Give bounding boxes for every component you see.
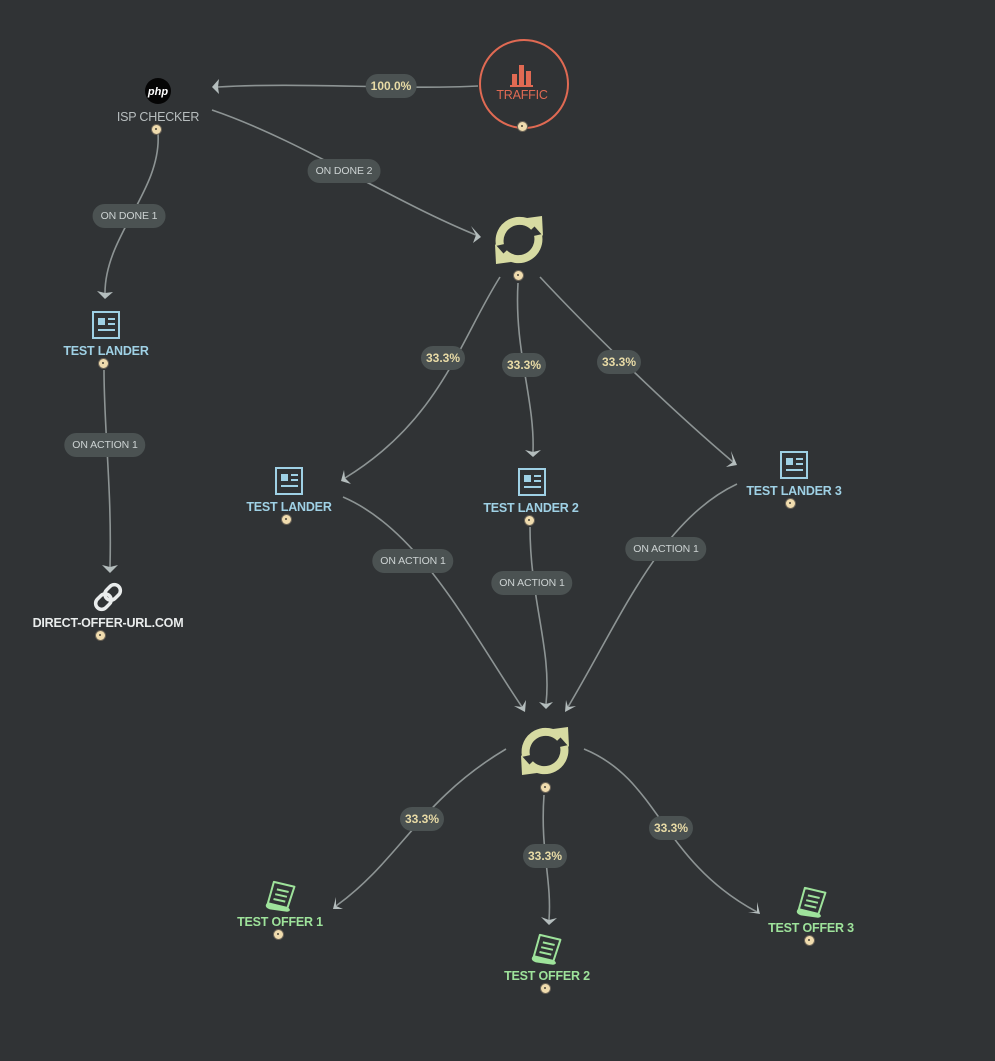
test-lander-label[interactable]: TEST LANDER: [246, 500, 332, 514]
lander-icon: [518, 468, 546, 496]
edge-label-percent[interactable]: 33.3%: [420, 346, 466, 370]
port-test-offer-2[interactable]: [539, 982, 551, 994]
arrow-rot-top: [471, 226, 481, 243]
port-test-offer-3[interactable]: [803, 934, 815, 946]
lander-icon: [92, 311, 120, 339]
arrow-isp: [212, 79, 219, 94]
edge-traffic-isp: [217, 84, 479, 88]
traffic-label: TRAFFIC: [496, 88, 548, 102]
arrow-rot-bot-a: [514, 700, 526, 712]
edge-label-traffic[interactable]: 100.0%: [365, 74, 417, 98]
lander-icon: [780, 451, 808, 479]
lander-icon: [275, 467, 303, 495]
edge-lander-c-action: [567, 483, 738, 708]
arrow-lander-c: [726, 451, 737, 467]
edge-label-percent[interactable]: 33.3%: [399, 807, 445, 831]
port-rotator-top[interactable]: [512, 269, 524, 281]
direct-offer-url-label[interactable]: DIRECT-OFFER-URL.COM: [32, 616, 184, 630]
edge-label-percent[interactable]: 33.3%: [522, 844, 568, 868]
edge-label-on-done-1[interactable]: ON DONE 1: [92, 204, 166, 228]
test-offer-1-label[interactable]: TEST OFFER 1: [237, 915, 323, 929]
isp-checker-label[interactable]: ISP CHECKER: [116, 110, 200, 124]
arrow-lander-b: [525, 450, 541, 457]
port-test-offer-1[interactable]: [272, 928, 284, 940]
offer-icon: [796, 886, 827, 919]
port-test-lander-a[interactable]: [280, 513, 292, 525]
port-isp-checker[interactable]: [150, 123, 162, 135]
arrow-rot-bot-b: [539, 702, 553, 709]
edge-rot-top-left: [344, 276, 501, 479]
edge-lander-a-action: [342, 496, 523, 708]
arrow-lander-a: [341, 470, 351, 484]
test-offer-3-label[interactable]: TEST OFFER 3: [768, 921, 854, 935]
offer-icon: [531, 933, 562, 966]
php-icon-text: php: [147, 86, 168, 98]
port-direct-offer-url[interactable]: [94, 629, 106, 641]
port-test-lander-3[interactable]: [784, 497, 796, 509]
arrow-offer-1: [333, 897, 343, 909]
edge-label-percent[interactable]: 33.3%: [501, 353, 547, 377]
edge-lander-b-action: [529, 526, 548, 705]
arrow-offer-2: [541, 917, 557, 925]
port-test-lander-left[interactable]: [97, 357, 109, 369]
offer-icon: [265, 880, 296, 913]
edge-label-on-action-1[interactable]: ON ACTION 1: [64, 433, 146, 457]
php-icon: php: [145, 78, 171, 104]
arrow-rot-bot-c: [565, 700, 576, 712]
arrow-lander-left: [97, 291, 113, 299]
test-offer-2-label[interactable]: TEST OFFER 2: [504, 969, 590, 983]
edge-label-on-action-1[interactable]: ON ACTION 1: [625, 537, 707, 561]
edge-lander-left-action: [103, 369, 112, 568]
edge-label-on-action-1[interactable]: ON ACTION 1: [372, 549, 454, 573]
port-rotator-bottom[interactable]: [539, 781, 551, 793]
arrow-offer-3: [748, 902, 760, 914]
arrowheads: [97, 79, 760, 925]
edge-label-percent[interactable]: 33.3%: [648, 816, 694, 840]
edge-label-percent[interactable]: 33.3%: [596, 350, 642, 374]
arrow-direct-url: [102, 565, 118, 573]
port-traffic[interactable]: [516, 120, 528, 132]
rotate-icon[interactable]: [495, 216, 543, 264]
edge-label-on-done-2[interactable]: ON DONE 2: [307, 159, 381, 183]
test-lander-label[interactable]: TEST LANDER: [63, 344, 149, 358]
port-test-lander-2[interactable]: [523, 514, 535, 526]
rotate-icon[interactable]: [521, 727, 569, 775]
test-lander-3-label[interactable]: TEST LANDER 3: [746, 484, 842, 498]
edge-label-on-action-1[interactable]: ON ACTION 1: [491, 571, 573, 595]
traffic-node[interactable]: [479, 39, 569, 129]
test-lander-2-label[interactable]: TEST LANDER 2: [483, 501, 579, 515]
link-icon: [93, 582, 123, 612]
